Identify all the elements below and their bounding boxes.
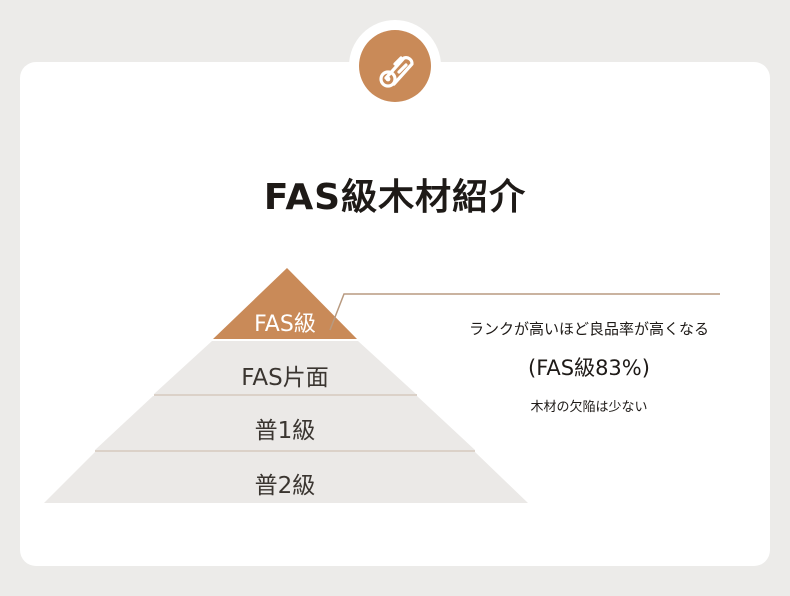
tier-label-fas: FAS級 xyxy=(254,312,316,337)
tier-label-grade-2: 普2級 xyxy=(254,473,316,499)
tier-shape-1 xyxy=(213,268,357,339)
badge xyxy=(359,30,431,102)
note-percentage: (FAS級83%) xyxy=(528,356,650,380)
tier-shape-4 xyxy=(44,452,528,503)
wood-log-icon xyxy=(379,56,414,88)
note-sub-text: 木材の欠陥は少ない xyxy=(530,400,648,415)
page-title: FAS級木材紹介 xyxy=(263,177,527,218)
tier-shape-3 xyxy=(95,396,475,450)
tier-shape-2 xyxy=(154,341,416,394)
note-main-text: ランクが高いほど良品率が高くなる xyxy=(468,320,709,338)
tier-label-fas-one-face: FAS片面 xyxy=(241,365,329,391)
leader-line xyxy=(329,293,720,331)
tier-label-grade-1: 普1級 xyxy=(254,418,316,444)
